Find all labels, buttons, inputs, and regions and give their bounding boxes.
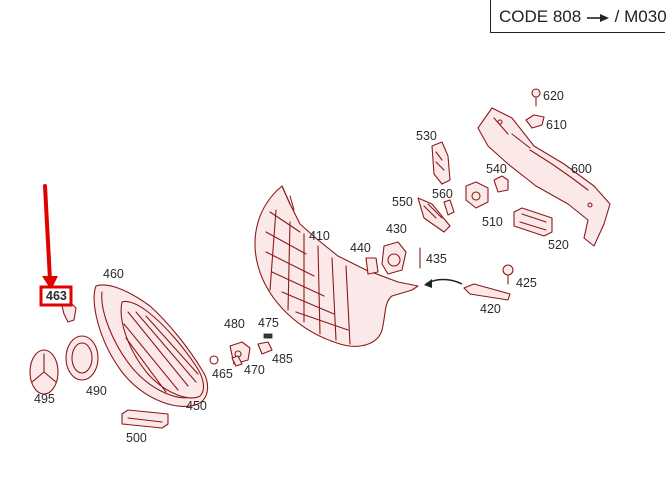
part-560[interactable]: 560 (432, 187, 455, 216)
label-550: 550 (392, 195, 413, 209)
label-475: 475 (258, 316, 279, 330)
part-550[interactable]: 550 (392, 195, 451, 233)
part-540[interactable]: 540 (486, 162, 509, 193)
part-475[interactable]: 475 (258, 316, 279, 339)
part-450[interactable]: 450 (120, 300, 207, 413)
part-495[interactable]: 495 (29, 349, 59, 406)
highlight-box[interactable]: 463 (39, 285, 73, 307)
code-suffix: / M030 (614, 7, 667, 26)
label-425: 425 (516, 276, 537, 290)
label-485: 485 (272, 352, 293, 366)
part-620[interactable]: 620 (531, 88, 564, 107)
label-420: 420 (480, 302, 501, 316)
part-435[interactable]: 435 (419, 247, 447, 269)
part-470[interactable]: 470 (231, 355, 265, 377)
label-490: 490 (86, 384, 107, 398)
label-495: 495 (34, 392, 55, 406)
arrow-left-icon (424, 278, 463, 288)
label-465: 465 (212, 367, 233, 381)
code-box: CODE 808 / M030 (490, 0, 667, 33)
label-450: 450 (186, 399, 207, 413)
label-480: 480 (224, 317, 245, 331)
label-460: 460 (103, 267, 124, 281)
label-520: 520 (548, 238, 569, 252)
part-510[interactable]: 510 (465, 181, 503, 229)
part-520[interactable]: 520 (513, 207, 569, 252)
part-610[interactable]: 610 (525, 114, 567, 132)
arrow-right-icon (586, 13, 609, 22)
label-500: 500 (126, 431, 147, 445)
part-425[interactable]: 425 (502, 264, 537, 290)
label-435: 435 (426, 252, 447, 266)
part-465[interactable]: 465 (209, 355, 233, 381)
label-540: 540 (486, 162, 507, 176)
label-463: 463 (46, 289, 67, 303)
label-600: 600 (571, 162, 592, 176)
label-510: 510 (482, 215, 503, 229)
label-470: 470 (244, 363, 265, 377)
part-440[interactable]: 440 (350, 241, 379, 275)
label-560: 560 (432, 187, 453, 201)
part-600[interactable]: 600 (477, 107, 611, 247)
label-530: 530 (416, 129, 437, 143)
part-410[interactable]: 410 (254, 185, 419, 347)
label-430: 430 (386, 222, 407, 236)
part-490[interactable]: 490 (65, 335, 107, 398)
label-610: 610 (546, 118, 567, 132)
part-530[interactable]: 530 (416, 129, 451, 185)
highlight-pointer (42, 184, 58, 290)
part-430[interactable]: 430 (381, 222, 407, 275)
label-440: 440 (350, 241, 371, 255)
part-500[interactable]: 500 (121, 409, 169, 445)
part-420[interactable]: 420 (463, 283, 511, 316)
label-620: 620 (543, 89, 564, 103)
part-485[interactable]: 485 (257, 341, 293, 366)
label-410: 410 (309, 229, 330, 243)
code-label: CODE 808 (499, 7, 582, 26)
